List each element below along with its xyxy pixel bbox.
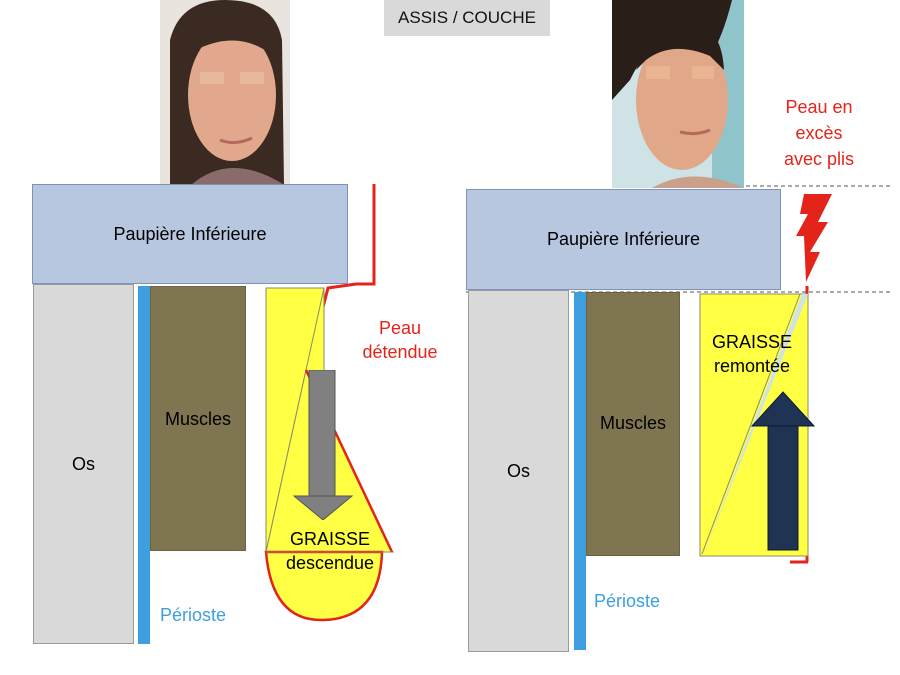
title-text: ASSIS / COUCHE (398, 8, 536, 27)
os-box-left: Os (33, 284, 134, 644)
peau-line2-right: excès (795, 123, 843, 143)
muscles-box-left: Muscles (150, 286, 246, 551)
graisse-label-right: GRAISSE remontée (700, 330, 804, 378)
paupiere-box-right: Paupière Inférieure (466, 189, 781, 290)
peau-label-left: Peau détendue (350, 316, 450, 364)
muscles-box-right: Muscles (586, 292, 680, 556)
peau-line3-right: avec plis (783, 149, 855, 169)
perioste-label-right: Périoste (594, 591, 661, 611)
muscles-label-right: Muscles (599, 413, 666, 433)
arrow-down-icon (292, 370, 354, 520)
perioste-bar-right (574, 292, 586, 650)
peau-line1-left: Peau (378, 318, 422, 338)
page-title: ASSIS / COUCHE (384, 0, 550, 36)
perioste-label-left: Périoste (160, 605, 227, 625)
paupiere-label-left: Paupière Inférieure (113, 223, 267, 244)
peau-line1-right: Peau en (785, 97, 853, 117)
paupiere-box-left: Paupière Inférieure (32, 184, 348, 284)
peau-line2-left: détendue (362, 342, 438, 362)
os-box-right: Os (468, 290, 569, 652)
os-label-left: Os (71, 453, 95, 474)
perioste-bar-left (138, 286, 150, 644)
graisse-line1-left: GRAISSE (289, 529, 371, 549)
muscles-label-left: Muscles (164, 409, 231, 429)
peau-label-right: Peau en excès avec plis (764, 94, 874, 172)
graisse-line1-right: GRAISSE (711, 332, 793, 352)
os-label-right: Os (506, 460, 530, 481)
graisse-label-left: GRAISSE descendue (274, 527, 386, 575)
arrow-up-icon (750, 391, 816, 551)
face-photo-lying (612, 0, 744, 188)
face-photo-sitting (160, 0, 290, 186)
graisse-line2-left: descendue (285, 553, 375, 573)
graisse-line2-right: remontée (713, 356, 791, 376)
paupiere-label-right: Paupière Inférieure (546, 229, 701, 249)
